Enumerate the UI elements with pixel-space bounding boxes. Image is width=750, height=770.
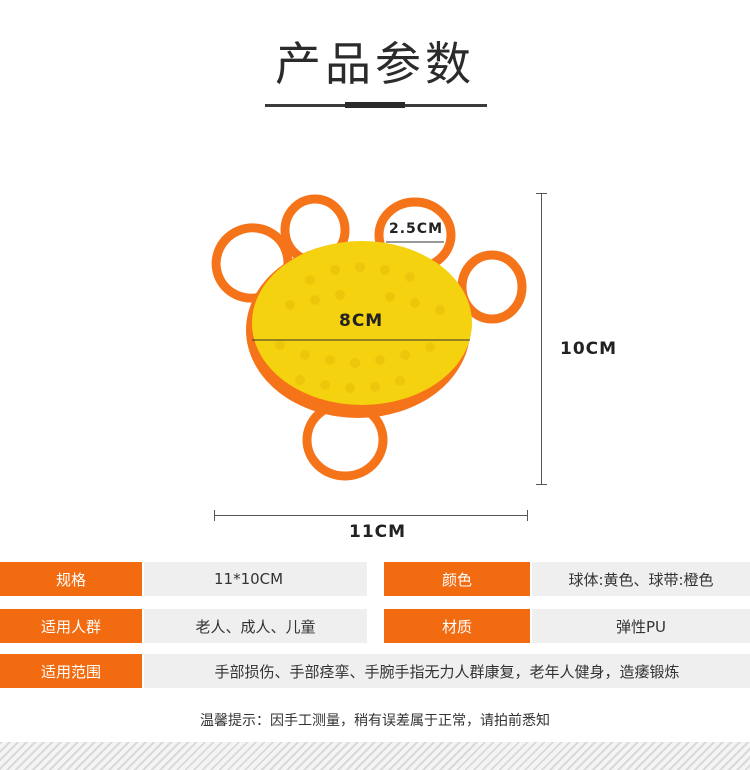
height-cap-bottom: [536, 484, 547, 485]
width-label: 11CM: [349, 522, 407, 542]
scope-value: 手部损伤、手部痉挛、手腕手指无力人群康复，老年人健身，造痿锻炼: [144, 654, 750, 688]
color-label: 颜色: [384, 562, 530, 596]
width-cap-left: [214, 510, 215, 521]
width-dimension-line: [214, 515, 528, 516]
spec-label: 规格: [0, 562, 142, 596]
color-value: 球体:黄色、球带:橙色: [532, 562, 750, 596]
height-cap-top: [536, 193, 547, 194]
ring-size-label: 2.5CM: [389, 221, 444, 237]
ball-size-label: 8CM: [339, 311, 384, 331]
ball-texture: [275, 262, 445, 393]
audience-value: 老人、成人、儿童: [144, 609, 367, 643]
scope-label: 适用范围: [0, 654, 142, 688]
product-image: [211, 194, 527, 481]
height-dimension-line: [541, 193, 542, 485]
audience-label: 适用人群: [0, 609, 142, 643]
spec-value: 11*10CM: [144, 562, 367, 596]
material-value: 弹性PU: [532, 609, 750, 643]
finger-ring-right: [457, 250, 527, 324]
height-label: 10CM: [560, 339, 618, 359]
material-label: 材质: [384, 609, 530, 643]
bottom-stripe: [0, 742, 750, 770]
title-underline-accent: [345, 102, 405, 108]
width-cap-right: [527, 510, 528, 521]
page-title: 产品参数: [275, 37, 475, 91]
footer-note: 温馨提示：因手工测量，稍有误差属于正常，请拍前悉知: [200, 713, 550, 729]
